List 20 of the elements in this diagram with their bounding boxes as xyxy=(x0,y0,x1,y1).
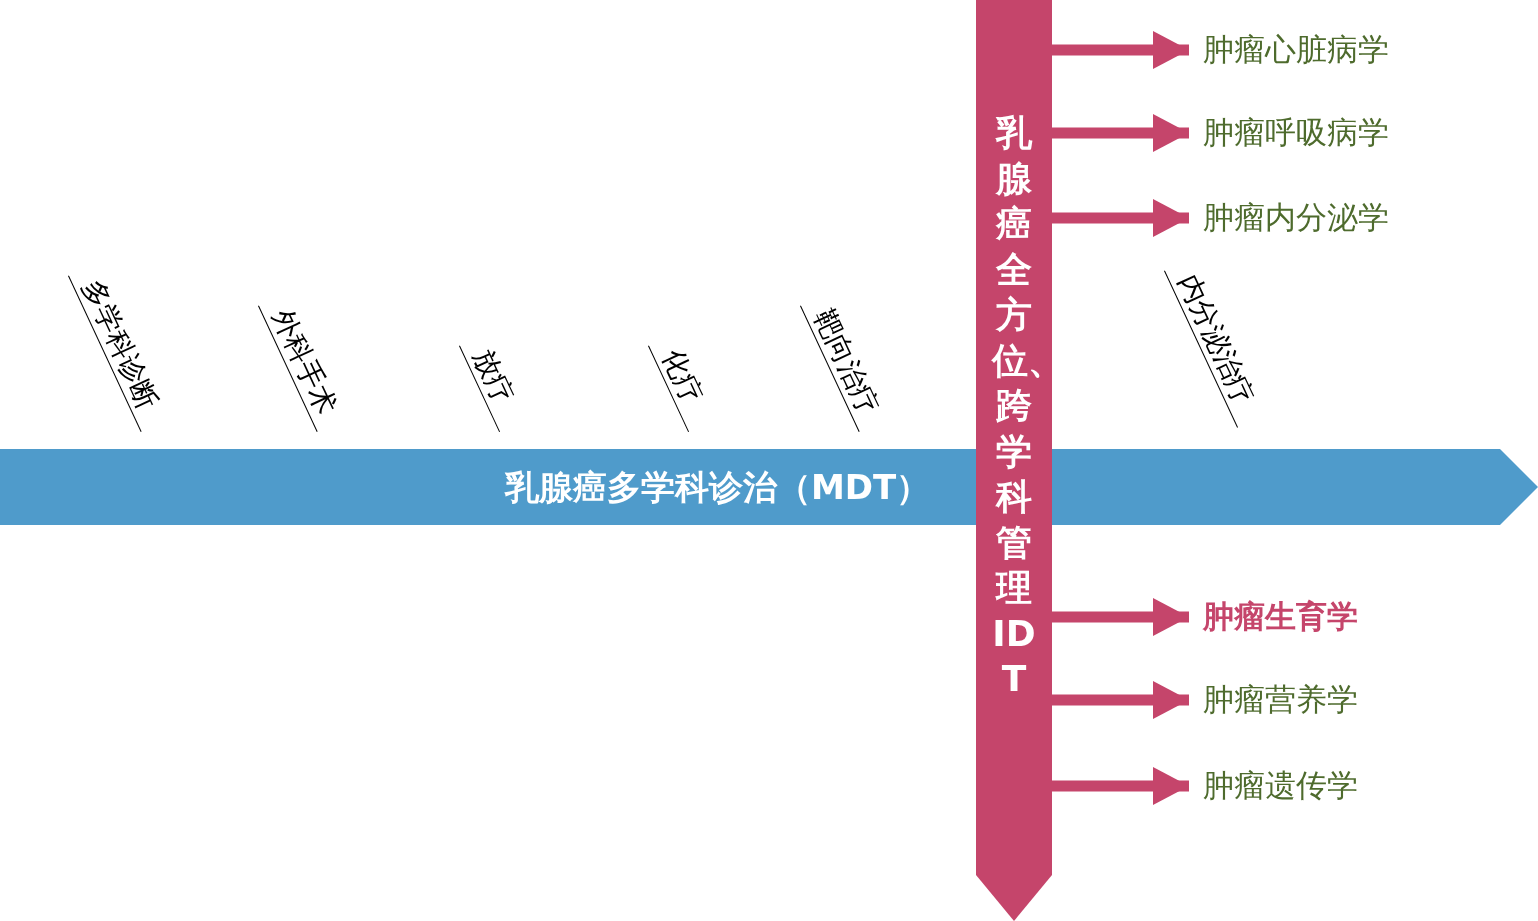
arrow xyxy=(1052,681,1189,719)
discipline-label: 肿瘤遗传学 xyxy=(1203,767,1358,803)
discipline-label: 肿瘤心脏病学 xyxy=(1203,31,1389,67)
vertical-arrow-band xyxy=(976,0,1052,921)
arrow xyxy=(1052,31,1189,69)
slanted-label: 化疗 xyxy=(648,331,720,433)
arrow xyxy=(1052,767,1189,805)
discipline-label: 肿瘤营养学 xyxy=(1203,681,1358,717)
slanted-label: 多学科诊断 xyxy=(68,261,173,432)
arrow xyxy=(1052,114,1189,152)
discipline-label: 肿瘤生育学 xyxy=(1203,598,1358,634)
slanted-label: 外科手术 xyxy=(258,291,349,432)
discipline-label: 肿瘤内分泌学 xyxy=(1203,199,1389,235)
slanted-label: 内分泌治疗 xyxy=(1164,256,1269,428)
arrow xyxy=(1052,598,1189,636)
slanted-label: 靶向治疗 xyxy=(800,291,891,432)
band-title: 乳腺癌多学科诊治（MDT） xyxy=(505,466,931,509)
discipline-label: 肿瘤呼吸病学 xyxy=(1203,114,1389,150)
arrow xyxy=(1052,199,1189,237)
slanted-label: 放疗 xyxy=(459,331,531,433)
